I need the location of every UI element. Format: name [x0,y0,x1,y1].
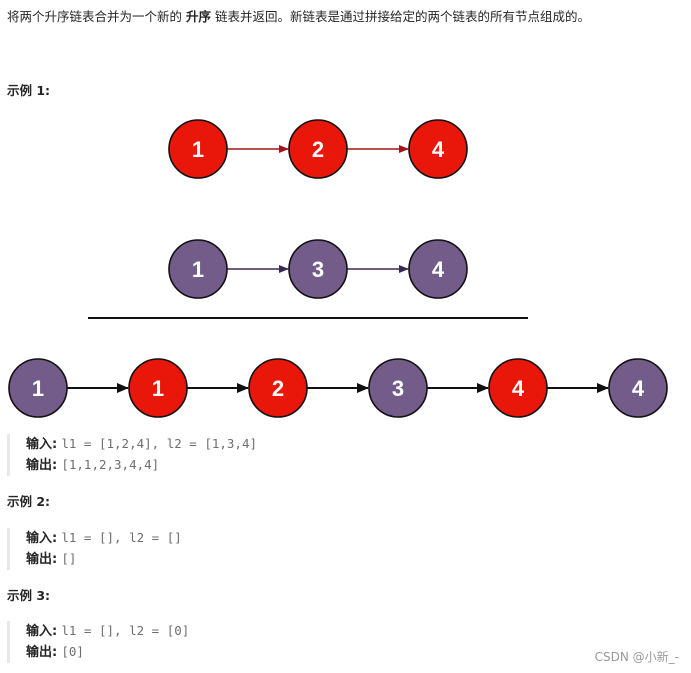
merged-node-2-label: 1 [152,376,164,401]
output-value: [1,1,2,3,4,4] [61,457,160,472]
problem-description: 将两个升序链表合并为一个新的 升序 链表并返回。新链表是通过拼接给定的两个链表的… [7,8,685,26]
input-label: 输入: [26,624,58,639]
list2-node-2-label: 3 [312,257,324,282]
output-label: 输出: [26,645,58,660]
merged-node-6-label: 4 [632,376,645,401]
list1-node-1-label: 1 [192,137,204,162]
example-1-output: 输出: [1,1,2,3,4,4] [26,455,257,476]
list-2: 1 3 4 [168,239,468,299]
output-value: [0] [61,644,84,659]
description-prefix: 将两个升序链表合并为一个新的 [7,9,186,24]
merged-node-6 [608,358,668,418]
merged-node-2 [128,358,188,418]
example-1-title: 示例 1: [7,83,51,98]
merged-node-4 [368,358,428,418]
list1-node-3 [408,119,468,179]
merged-node-5 [488,358,548,418]
example-2-input: 输入: l1 = [], l2 = [] [26,528,182,549]
description-bold: 升序 [185,9,211,24]
description-suffix: 链表并返回。新链表是通过拼接给定的两个链表的所有节点组成的。 [211,9,590,24]
list1-node-3-label: 4 [432,137,445,162]
list2-node-2 [288,239,348,299]
list2-node-3 [408,239,468,299]
list2-node-3-label: 4 [432,257,445,282]
output-label: 输出: [26,458,58,473]
list1-node-2 [288,119,348,179]
input-value: l1 = [1,2,4], l2 = [1,3,4] [61,436,258,451]
merged-node-3-label: 2 [272,376,284,401]
merged-list: 1 1 2 3 4 4 [8,358,668,418]
example-3-io: 输入: l1 = [], l2 = [0] 输出: [0] [7,621,189,663]
csdn-watermark: CSDN @小新_- [594,650,679,664]
output-value: [] [61,551,77,566]
merged-node-1-label: 1 [32,376,44,401]
example-2-output: 输出: [] [26,549,182,570]
list2-node-1 [168,239,228,299]
example-3-input: 输入: l1 = [], l2 = [0] [26,621,189,642]
merged-node-5-label: 4 [512,376,525,401]
merged-node-4-label: 3 [392,376,404,401]
list1-node-2-label: 2 [312,137,324,162]
input-value: l1 = [], l2 = [] [61,530,182,545]
example-1-input: 输入: l1 = [1,2,4], l2 = [1,3,4] [26,434,257,455]
merged-node-1 [8,358,68,418]
list-1: 1 2 4 [168,119,468,179]
list1-node-1 [168,119,228,179]
example-2-io: 输入: l1 = [], l2 = [] 输出: [] [7,528,182,570]
example-1-io: 输入: l1 = [1,2,4], l2 = [1,3,4] 输出: [1,1,… [7,434,257,476]
input-label: 输入: [26,531,58,546]
output-label: 输出: [26,552,58,567]
input-label: 输入: [26,437,58,452]
list2-node-1-label: 1 [192,257,204,282]
example-3-output: 输出: [0] [26,642,189,663]
merged-node-3 [248,358,308,418]
example-2-title: 示例 2: [7,494,51,509]
input-value: l1 = [], l2 = [0] [61,623,190,638]
example-3-title: 示例 3: [7,588,51,603]
linked-list-diagram: 1 2 4 1 3 4 1 1 2 3 4 4 [8,119,668,418]
